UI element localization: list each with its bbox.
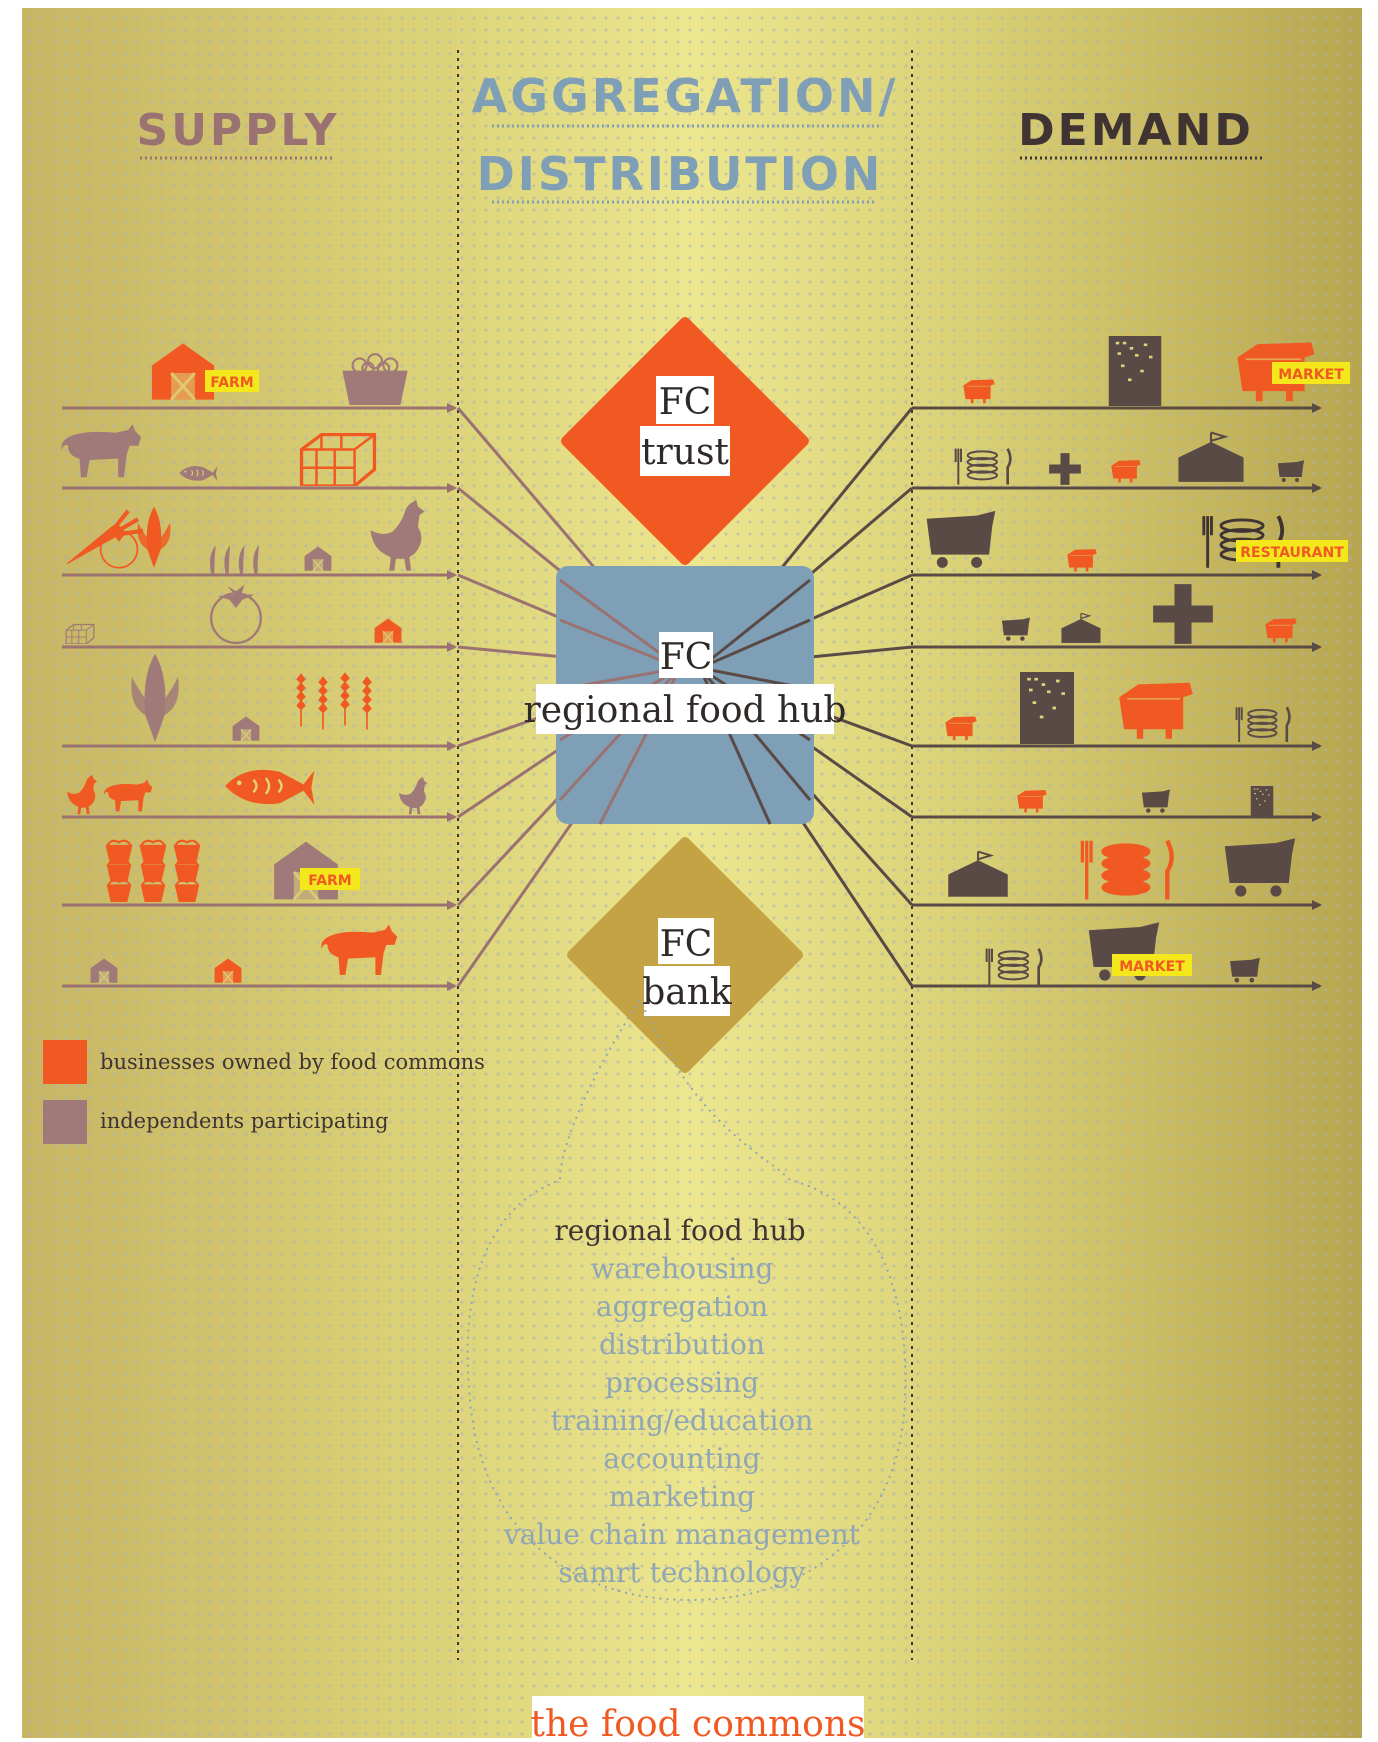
legend-owned-swatch [43, 1040, 87, 1084]
hub-label: FC regional food hub [524, 632, 847, 734]
farm-tag: FARM [308, 873, 352, 889]
bank-label-line1: FC [660, 924, 713, 965]
trust-node: FC trust [561, 317, 809, 565]
hub-service-item: processing [605, 1366, 759, 1399]
supply-title: SUPPLY [137, 105, 340, 156]
trust-label-bg-1 [656, 376, 714, 424]
hub-service-item: distribution [599, 1328, 765, 1361]
market-tag: MARKET [1278, 367, 1344, 383]
trust-label-bg-2 [640, 426, 730, 476]
aggregation-title-line1: AGGREGATION/ [472, 69, 899, 123]
hub-service-item: marketing [609, 1480, 755, 1513]
hub-service-item: warehousing [591, 1252, 774, 1285]
hub-services-title: regional food hub [554, 1214, 805, 1247]
bank-label-bg-2 [644, 966, 730, 1016]
farm-tag: FARM [210, 375, 254, 391]
hub-service-item: aggregation [596, 1290, 768, 1323]
bank-label-line2: bank [642, 972, 733, 1013]
building-icon [1018, 672, 1076, 744]
hub-label-bg-2 [536, 684, 834, 734]
trust-label-line1: FC [659, 382, 712, 423]
hub-spoke [699, 618, 811, 670]
legend-owned-label: businesses owned by food commons [100, 1050, 485, 1074]
hub-label-line1: FC [660, 637, 713, 678]
restaurant-tag: RESTAURANT [1240, 545, 1344, 561]
hub-label-bg-1 [659, 632, 713, 678]
supply-header: SUPPLY [137, 105, 340, 160]
restaurant-tag-bg [1236, 540, 1348, 562]
demand-icons: MARKET RESTAURANT MA [926, 336, 1350, 986]
hub-spoke [699, 578, 811, 670]
building-icon [1107, 336, 1163, 406]
footer-title: the food commons [530, 1704, 865, 1738]
bank-label-bg-1 [658, 918, 714, 964]
farm-tag-bg [300, 868, 360, 890]
demand-shelves [912, 403, 1322, 991]
market-tag-bg [1272, 362, 1350, 384]
farm-tag-bg [205, 370, 259, 392]
hub-label-line2: regional food hub [524, 690, 847, 731]
demand-title: DEMAND [1018, 105, 1254, 156]
trust-label-line2: trust [641, 432, 729, 473]
hub-service-item: training/education [551, 1404, 814, 1437]
building-icon [1250, 786, 1274, 816]
demand-header: DEMAND [1018, 105, 1262, 160]
footer-bg [532, 1696, 864, 1738]
hub-services-list: regional food hub warehousing aggregatio… [503, 1214, 861, 1589]
hub-service-item: value chain management [503, 1518, 861, 1551]
bank-node: FC bank [567, 837, 803, 1073]
footer: the food commons [530, 1696, 866, 1742]
legend-independent-swatch [43, 1100, 87, 1144]
hub-service-item: samrt technology [558, 1556, 805, 1589]
aggregation-title-line2: DISTRIBUTION [477, 147, 884, 201]
market-tag: MARKET [1119, 959, 1185, 975]
supply-icons: FARM [60, 341, 428, 984]
hub-service-item: accounting [603, 1442, 760, 1475]
aggregation-header: AGGREGATION/ DISTRIBUTION [472, 69, 899, 204]
legend-independent-label: independents participating [100, 1109, 389, 1133]
market-tag-bg [1112, 954, 1192, 976]
supply-shelves [62, 403, 457, 991]
legend: businesses owned by food commons indepen… [43, 1040, 485, 1144]
